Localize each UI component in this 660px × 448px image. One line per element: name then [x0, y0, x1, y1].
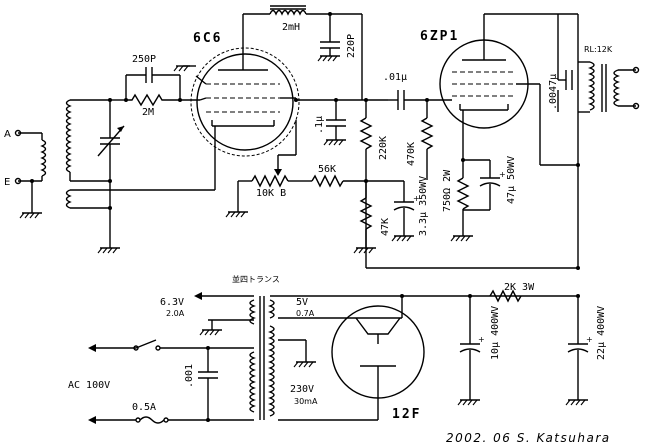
- variable-capacitor: [97, 98, 125, 248]
- grid-leak-network: [110, 67, 200, 107]
- ground-icon: [317, 55, 340, 62]
- series-resistor-label: 56K: [318, 164, 336, 175]
- filter-resistor: [489, 289, 522, 303]
- cathode-resistor-label: 750Ω 2W: [442, 169, 453, 212]
- output-capacitor: [557, 14, 573, 112]
- cathode-capacitor-label: 47μ 50WV: [506, 156, 517, 204]
- decoupling-cap-label: 3.3μ 350WV: [418, 176, 429, 236]
- rfc-label: 2mH: [282, 22, 300, 33]
- heater-current-label: 2.0A: [166, 309, 185, 318]
- bypass-cap-label: 220P: [346, 34, 357, 58]
- filter-capacitor-1: +: [459, 296, 485, 400]
- screen-bypass-label: .1μ: [314, 116, 325, 134]
- cathode-resistor: [456, 160, 470, 236]
- ground-icon: [173, 65, 196, 72]
- rect-heater-voltage-label: 5V: [296, 297, 308, 308]
- signature: 2002. 06 S. Katsuhara: [446, 431, 611, 445]
- heater-voltage-label: 6.3V: [160, 297, 184, 308]
- screen-bypass-capacitor: [326, 100, 346, 140]
- svg-text:+: +: [586, 335, 593, 344]
- ht-current-label: 30mA: [294, 397, 318, 406]
- ground-icon: [199, 329, 222, 336]
- grid-resistor-label: 470K: [406, 142, 417, 166]
- divider-resistor: [359, 181, 373, 248]
- line-capacitor: [198, 348, 218, 420]
- cathode-capacitor: +: [463, 160, 506, 211]
- grid-cap-label: 250P: [132, 54, 156, 65]
- grid-resistor: [420, 100, 434, 160]
- filter-resistor-label: 2K 3W: [504, 282, 535, 293]
- tube-6zp1: [439, 13, 578, 166]
- series-resistor: [304, 174, 366, 188]
- speaker-terminal: [632, 102, 640, 110]
- line-cap-label: .001: [184, 364, 195, 388]
- filter-cap2-label: 22μ 400WV: [596, 306, 607, 360]
- rect-heater-current-label: 0.7A: [296, 309, 315, 318]
- tube-12f-label: 12F: [392, 407, 421, 422]
- bypass-capacitor: [320, 12, 340, 56]
- fuse: [135, 416, 169, 424]
- earth-terminal: [14, 177, 22, 185]
- tube-6zp1-label: 6ZP1: [420, 29, 459, 44]
- antenna-coil: [18, 132, 47, 213]
- decoupling-capacitor: +: [393, 181, 420, 236]
- ground-icon: [353, 247, 376, 254]
- transformer-label: 並四トランス: [232, 274, 280, 284]
- regen-potentiometer: [237, 174, 304, 212]
- mains-label: AC 100V: [68, 380, 110, 391]
- earth-label: E: [4, 177, 10, 188]
- tuning-coil: [65, 99, 215, 209]
- output-transformer-label: RL:12K: [584, 45, 613, 54]
- divider-resistor-label: 47K: [380, 218, 391, 236]
- filter-capacitor-2: +: [567, 296, 593, 400]
- antenna-terminal: [14, 129, 22, 137]
- tube-6c6-label: 6C6: [193, 31, 222, 46]
- plate-load-label: 220K: [378, 136, 389, 160]
- ground-icon: [565, 399, 588, 406]
- power-transformer: [249, 296, 275, 420]
- output-transformer: [578, 61, 636, 113]
- antenna-label: A: [4, 129, 11, 140]
- ground-icon: [457, 399, 480, 406]
- fuse-label: 0.5A: [132, 402, 156, 413]
- svg-text:+: +: [499, 170, 506, 179]
- ground-icon: [293, 361, 316, 368]
- ground-icon: [225, 211, 248, 218]
- grid-leak-label: 2M: [142, 107, 154, 118]
- rfc-choke: [243, 5, 362, 16]
- tube-6c6: [190, 14, 300, 190]
- regen-pot-label: 10K B: [256, 188, 286, 199]
- ground-icon: [19, 212, 42, 219]
- ground-icon: [450, 235, 473, 242]
- speaker-terminal: [632, 66, 640, 74]
- svg-text:+: +: [478, 335, 485, 344]
- tube-12f: [331, 296, 425, 420]
- svg-text:+: +: [413, 194, 420, 203]
- ground-icon: [323, 139, 346, 146]
- filter-cap1-label: 10μ 400WV: [490, 306, 501, 360]
- coupling-cap-label: .01μ: [383, 72, 407, 83]
- ground-icon: [391, 235, 414, 242]
- output-cap-label: .0047μ: [548, 74, 559, 110]
- ht-voltage-label: 230V: [290, 384, 314, 395]
- ground-icon: [97, 247, 120, 254]
